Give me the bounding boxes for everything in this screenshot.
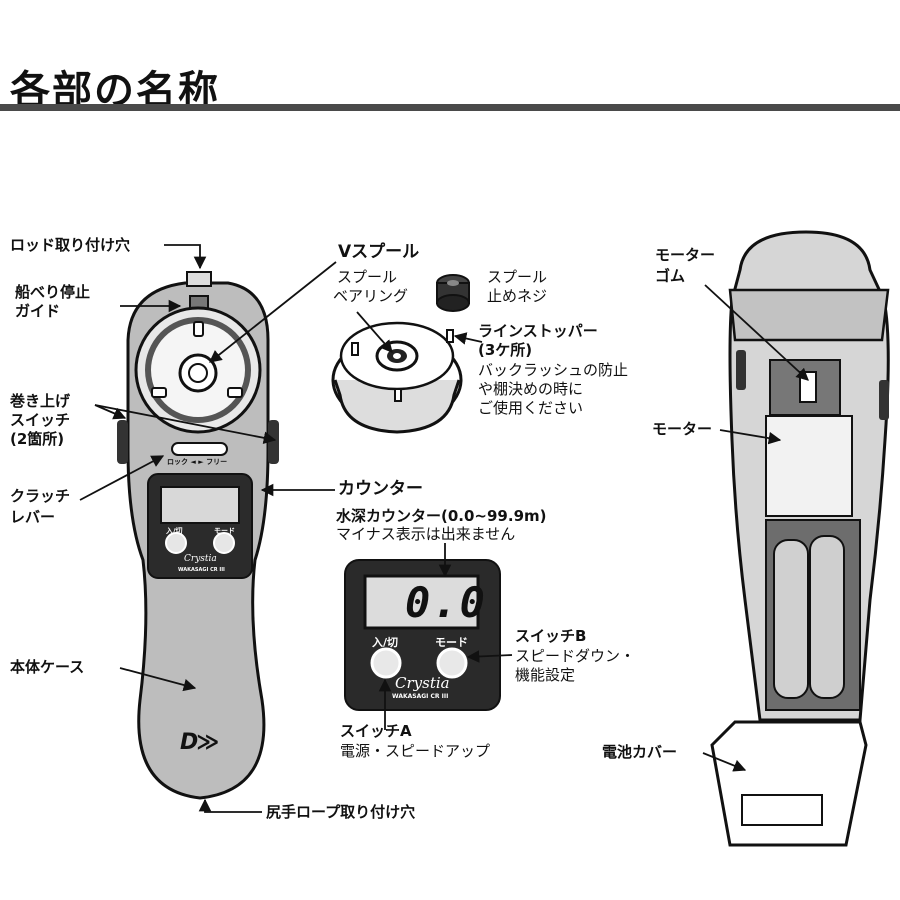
label-stopper-desc-1: バックラッシュの防止 bbox=[478, 361, 629, 379]
mini-model: WAKASAGI CR III bbox=[178, 567, 225, 573]
leader-switch-left bbox=[94, 404, 127, 420]
label-switch-a-desc: 電源・スピードアップ bbox=[340, 742, 491, 760]
reel-front-view bbox=[117, 271, 279, 800]
label-depth-counter: 水深カウンター(0.0~99.9m) bbox=[336, 507, 547, 525]
leader-bearing bbox=[356, 311, 393, 353]
model-label: WAKASAGI CR III bbox=[392, 693, 449, 700]
label-clutch-1: クラッチ bbox=[10, 487, 71, 505]
mini-power-label: 入/切 bbox=[166, 527, 183, 535]
label-guide-2: ガイド bbox=[15, 302, 61, 320]
title-underline bbox=[0, 104, 900, 111]
leader-v-spool bbox=[209, 261, 337, 363]
label-bearing-2: ベアリング bbox=[333, 287, 409, 305]
label-motor: モーター bbox=[652, 420, 713, 438]
label-switch-1: 巻き上げ bbox=[10, 392, 71, 410]
counter-enlarged bbox=[344, 559, 501, 711]
reel-back-view bbox=[710, 230, 890, 847]
label-guide-1: 船べり停止 bbox=[15, 283, 91, 301]
label-switch-2: スイッチ bbox=[10, 411, 71, 429]
label-v-spool: Vスプール bbox=[338, 242, 420, 262]
label-battery-cover: 電池カバー bbox=[602, 743, 678, 761]
lcd-display: 0.0 bbox=[405, 578, 487, 627]
mode-button-label: モード bbox=[435, 636, 468, 649]
spool-exploded bbox=[331, 274, 470, 434]
label-switch-b-desc-2: 機能設定 bbox=[515, 666, 576, 684]
label-stopper-2: (3ケ所) bbox=[478, 341, 533, 359]
daiwa-logo: D≫ bbox=[180, 730, 219, 755]
leader-rod-hole bbox=[164, 244, 207, 270]
label-screw-1: スプール bbox=[487, 268, 548, 286]
label-screw-2: 止めネジ bbox=[487, 287, 548, 305]
label-motor-rubber-2: ゴム bbox=[655, 267, 686, 285]
label-counter: カウンター bbox=[338, 479, 423, 499]
label-bearing-1: スプール bbox=[337, 268, 398, 286]
label-switch-b: スイッチB bbox=[515, 627, 587, 645]
leader-clutch bbox=[79, 455, 165, 501]
leader-rope-hole bbox=[198, 798, 262, 813]
mini-mode-label: モード bbox=[214, 527, 235, 535]
label-depth-note: マイナス表示は出来ません bbox=[336, 525, 516, 543]
label-motor-rubber-1: モーター bbox=[655, 246, 716, 264]
label-clutch-2: レバー bbox=[10, 508, 56, 526]
leader-line-stopper bbox=[453, 332, 483, 345]
brand-label: Crystia bbox=[395, 674, 450, 692]
mini-brand: Crystia bbox=[184, 554, 217, 564]
label-rod-hole: ロッド取り付け穴 bbox=[10, 236, 131, 254]
leader-battery-cover bbox=[702, 752, 747, 772]
lock-free-label: ロック ◄ ► フリー bbox=[167, 458, 228, 466]
leader-motor-rubber bbox=[704, 284, 809, 381]
label-stopper-desc-2: や棚決めの時に bbox=[478, 380, 584, 398]
label-stopper-1: ラインストッパー bbox=[478, 322, 598, 340]
leader-motor bbox=[719, 429, 782, 445]
label-stopper-desc-3: ご使用ください bbox=[478, 399, 584, 417]
label-switch-a: スイッチA bbox=[340, 722, 412, 740]
leader-switch-right bbox=[94, 404, 277, 445]
label-body-case: 本体ケース bbox=[10, 658, 85, 676]
leader-body-case bbox=[119, 667, 197, 692]
label-rope-hole: 尻手ロープ取り付け穴 bbox=[266, 803, 416, 821]
leader-switch-b bbox=[466, 650, 513, 663]
label-switch-3: (2箇所) bbox=[10, 430, 65, 448]
label-switch-b-desc-1: スピードダウン・ bbox=[515, 647, 636, 665]
power-button-label: 入/切 bbox=[372, 636, 399, 649]
